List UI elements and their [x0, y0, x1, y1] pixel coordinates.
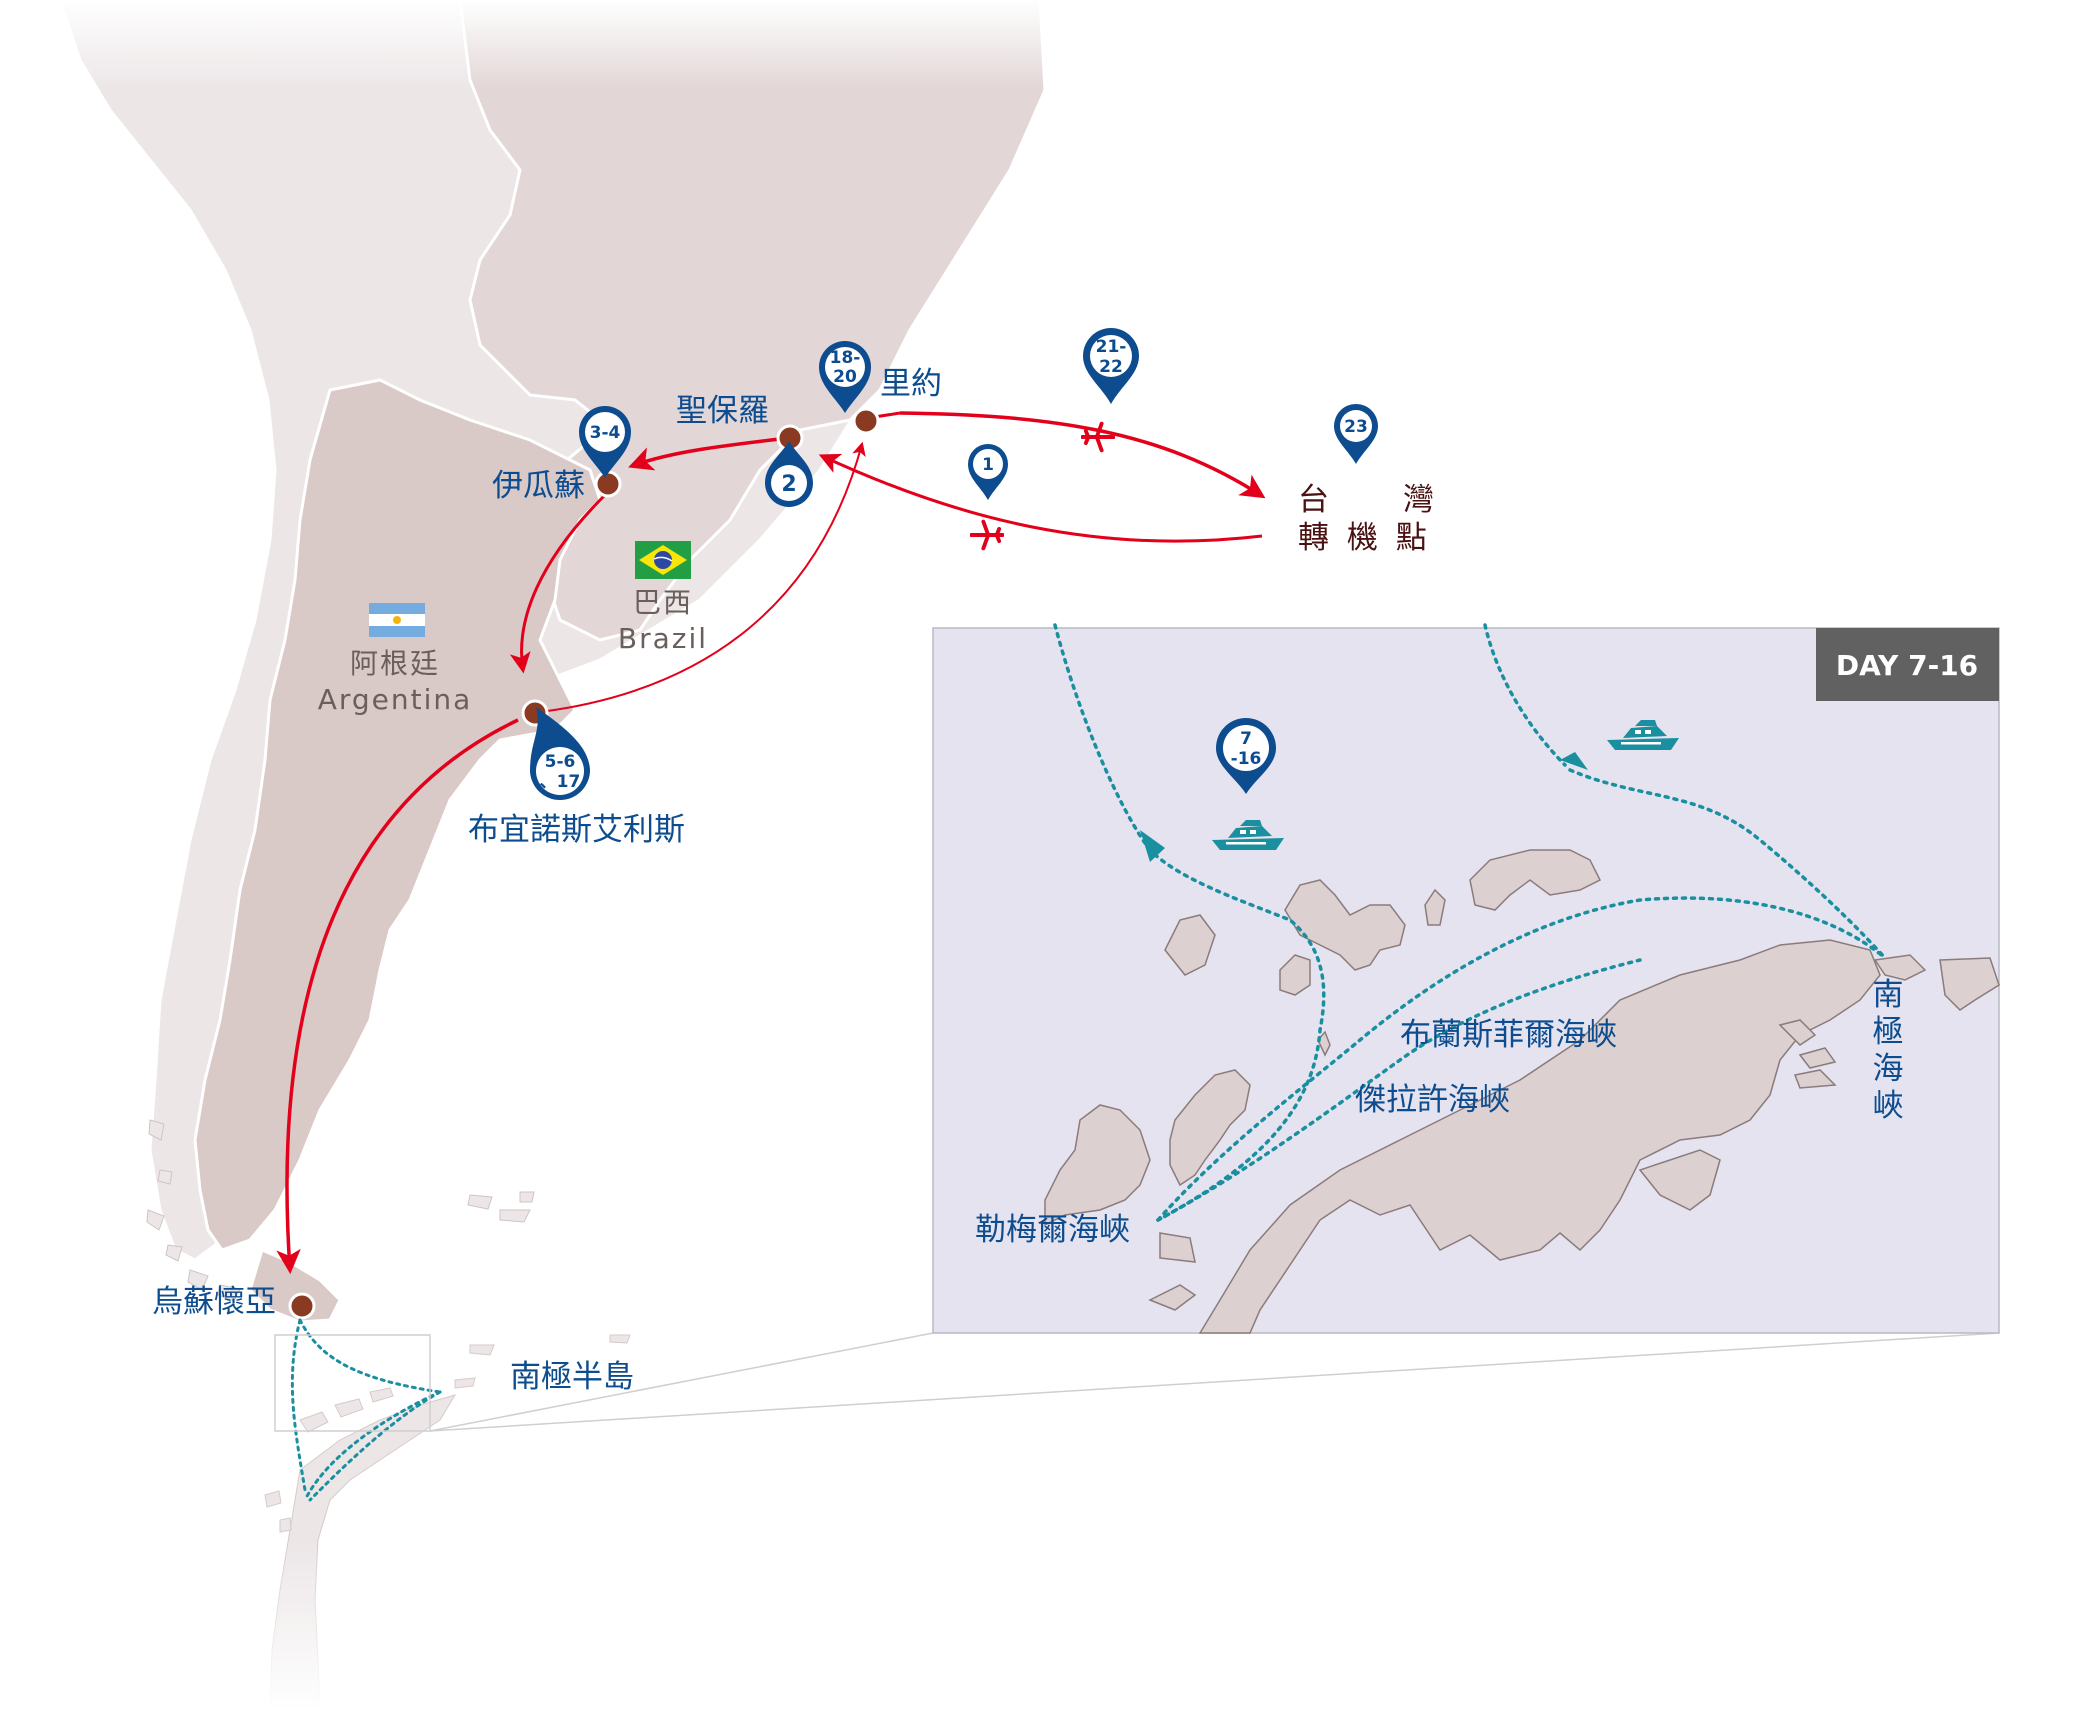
city-dot-iguazu [594, 470, 622, 498]
day-pin-3-4: 3-4 [579, 406, 631, 478]
route-rio-to-taiwan [899, 411, 1266, 499]
strait-label-gerlache: 傑拉許海峽 [1355, 1082, 1510, 1118]
route-sp-to-iguazu [628, 436, 789, 471]
strait-label-antarctic-sound: 極 [1873, 1014, 1904, 1050]
strait-label-antarctic-sound: 南 [1873, 977, 1904, 1013]
route-taiwan-to-sp [818, 453, 1263, 543]
day-pin-label: 7 [1240, 729, 1252, 749]
transit-label-line2: 轉 機 點 [1298, 520, 1431, 556]
route-arrow-icon [1560, 752, 1588, 770]
main-ship-routes [290, 1318, 442, 1502]
city-label-buenos-aires: 布宜諾斯艾利斯 [468, 812, 685, 848]
land-fjord-islands [146, 1119, 535, 1302]
country-label-argentina-zh: 阿根廷 [350, 647, 440, 680]
map-labels: 里約 聖保羅 伊瓜蘇 布宜諾斯艾利斯 烏蘇懷亞 南極半島 巴西 Brazil 阿… [152, 366, 1438, 1395]
day-pin-1: 1 [968, 444, 1008, 500]
day-pin-label: 5-6 [545, 752, 576, 772]
day-pin-label: 1 [982, 455, 994, 475]
day-pin-label: 3-4 [590, 423, 621, 443]
day-pin-23: 23 [1334, 404, 1378, 464]
transit-label-line1: 台 灣 [1298, 482, 1438, 518]
day-pin-label: 、17 [540, 772, 581, 792]
route-ba-to-rio [539, 441, 866, 713]
inset-map: DAY 7-16 [932, 623, 2000, 1334]
day-pin-5-6-17: 5-6 、17 [530, 707, 591, 801]
day-pin-21-22: 21- 22 [1083, 328, 1139, 404]
brazil-flag-icon [635, 541, 691, 579]
route-ba-ushuaia-return [276, 718, 519, 1275]
strait-label-lemaire: 勒梅爾海峽 [975, 1212, 1130, 1248]
inset-leader-line [429, 1332, 934, 1432]
day-pins: 18- 20 3-4 2 5-6 、17 21- 22 [530, 328, 1378, 801]
city-label-ushuaia: 烏蘇懷亞 [152, 1284, 276, 1320]
country-label-argentina-en: Argentina [318, 683, 473, 716]
city-label-rio: 里約 [880, 366, 942, 402]
city-dot-rio [852, 407, 880, 435]
day-pin-label: 22 [1099, 357, 1123, 377]
city-label-iguazu: 伊瓜蘇 [492, 468, 585, 504]
inset-leader-line [429, 1332, 2000, 1432]
land-south-shetland-islands [264, 1334, 631, 1533]
day-pin-2: 2 [765, 441, 813, 507]
fade-bottom [0, 1540, 700, 1710]
day-pin-label: -16 [1231, 749, 1262, 769]
day-pin-7-16: 7 -16 [1216, 718, 1276, 794]
day-pin-label: 18- [830, 348, 861, 368]
fade-top [0, 0, 1100, 90]
landmass [0, 0, 1100, 1710]
strait-label-antarctic-sound: 海 [1873, 1051, 1904, 1087]
inset-badge [1816, 628, 1999, 701]
country-label-brazil-zh: 巴西 [633, 586, 693, 619]
country-label-brazil-en: Brazil [618, 622, 708, 655]
city-dot-ushuaia [288, 1292, 316, 1320]
argentina-flag-icon [369, 603, 425, 637]
inset-land [1044, 849, 2000, 1334]
strait-label-bransfield: 布蘭斯菲爾海峽 [1400, 1017, 1617, 1053]
inset-source-box [274, 1334, 431, 1432]
city-label-sao-paulo: 聖保羅 [676, 393, 769, 429]
strait-label-antarctic-sound: 峽 [1873, 1088, 1904, 1124]
day-pin-18-20: 18- 20 [819, 341, 871, 413]
day-pin-label: 21- [1096, 337, 1127, 357]
day-pin-label: 20 [833, 367, 857, 387]
inset-badge-label: DAY 7-16 [1836, 649, 1978, 682]
route-iguazu-to-ba [509, 493, 607, 674]
day-pin-label: 2 [781, 472, 796, 497]
day-pin-label: 23 [1344, 417, 1368, 437]
region-label-antarctic-peninsula: 南極半島 [510, 1359, 634, 1395]
plane-icon [970, 519, 1004, 551]
inset-ship-routes [1053, 623, 1887, 1222]
route-arrow-icon [1140, 830, 1165, 862]
